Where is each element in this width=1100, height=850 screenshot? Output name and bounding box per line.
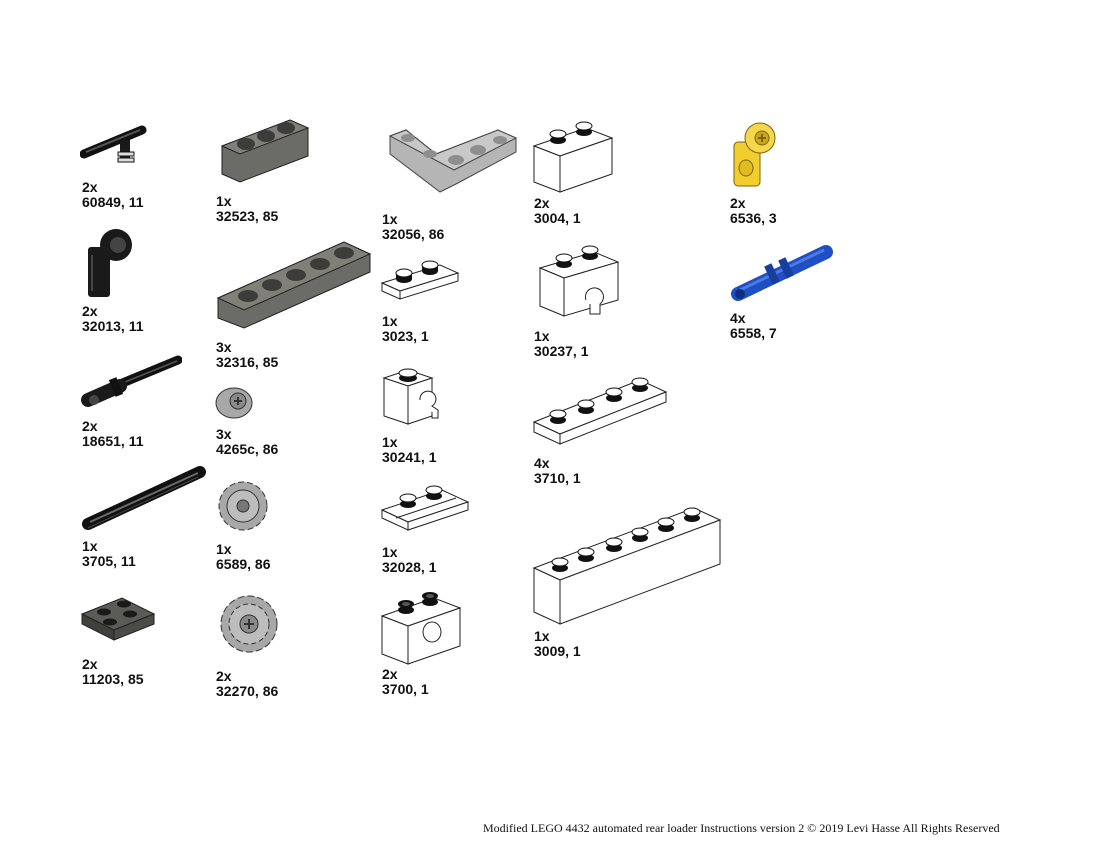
plate-1x2-icon — [380, 255, 462, 305]
bevel-gear-icon — [214, 478, 272, 534]
part-quantity: 2x — [216, 668, 232, 684]
part-quantity: 4x — [534, 455, 550, 471]
beam-3-icon — [218, 116, 312, 190]
part-code: 32056, 86 — [382, 226, 445, 242]
part-code: 60849, 11 — [82, 194, 144, 210]
part-code: 11203, 85 — [82, 671, 144, 687]
axle-connector-icon — [80, 225, 136, 301]
long-pin-icon — [730, 240, 834, 306]
part-code: 32028, 1 — [382, 559, 437, 575]
part-quantity: 3x — [216, 426, 232, 442]
part-code: 30241, 1 — [382, 449, 437, 465]
pin-with-axle-icon — [80, 350, 182, 414]
axle-pin-connector-icon — [728, 120, 782, 190]
beam-5-icon — [214, 238, 374, 330]
part-quantity: 2x — [730, 195, 746, 211]
part-code: 6558, 7 — [730, 325, 777, 341]
part-quantity: 1x — [382, 544, 398, 560]
part-quantity: 2x — [82, 418, 98, 434]
part-quantity: 1x — [382, 434, 398, 450]
part-code: 18651, 11 — [82, 433, 144, 449]
part-quantity: 3x — [216, 339, 232, 355]
part-quantity: 1x — [382, 313, 398, 329]
bush-icon — [214, 386, 256, 420]
part-quantity: 1x — [82, 538, 98, 554]
part-code: 32316, 85 — [216, 354, 279, 370]
brick-1x6-icon — [532, 500, 724, 628]
part-code: 6536, 3 — [730, 210, 777, 226]
plate-2x2-icon — [80, 590, 156, 646]
part-quantity: 1x — [382, 211, 398, 227]
footer-copyright: Modified LEGO 4432 automated rear loader… — [483, 821, 1000, 835]
brick-1x2-clip-icon — [538, 242, 622, 318]
part-code: 32270, 86 — [216, 683, 279, 699]
part-code: 30237, 1 — [534, 343, 589, 359]
part-quantity: 1x — [534, 628, 550, 644]
part-code: 3023, 1 — [382, 328, 429, 344]
part-code: 6589, 86 — [216, 556, 271, 572]
part-quantity: 2x — [534, 195, 550, 211]
part-quantity: 1x — [216, 541, 232, 557]
part-code: 3004, 1 — [534, 210, 581, 226]
part-quantity: 2x — [82, 303, 98, 319]
brick-1x2-icon — [532, 118, 614, 194]
plate-1x4-icon — [532, 372, 668, 448]
part-code: 32013, 11 — [82, 318, 144, 334]
part-quantity: 1x — [216, 193, 232, 209]
axle-icon — [80, 462, 206, 536]
part-quantity: 2x — [382, 666, 398, 682]
part-quantity: 1x — [534, 328, 550, 344]
l-beam-icon — [386, 124, 520, 200]
technic-brick-1x2-icon — [380, 588, 462, 666]
part-code: 3710, 1 — [534, 470, 581, 486]
double-bevel-gear-icon — [216, 594, 282, 654]
clip-with-bar-icon — [80, 122, 150, 174]
part-code: 3705, 11 — [82, 553, 136, 569]
part-quantity: 2x — [82, 179, 98, 195]
part-code: 3700, 1 — [382, 681, 429, 697]
part-code: 4265c, 86 — [216, 441, 279, 457]
part-code: 32523, 85 — [216, 208, 279, 224]
part-quantity: 4x — [730, 310, 746, 326]
plate-1x2-rail-icon — [380, 480, 472, 542]
brick-1x1-clip-icon — [380, 364, 446, 430]
part-code: 3009, 1 — [534, 643, 581, 659]
part-quantity: 2x — [82, 656, 98, 672]
